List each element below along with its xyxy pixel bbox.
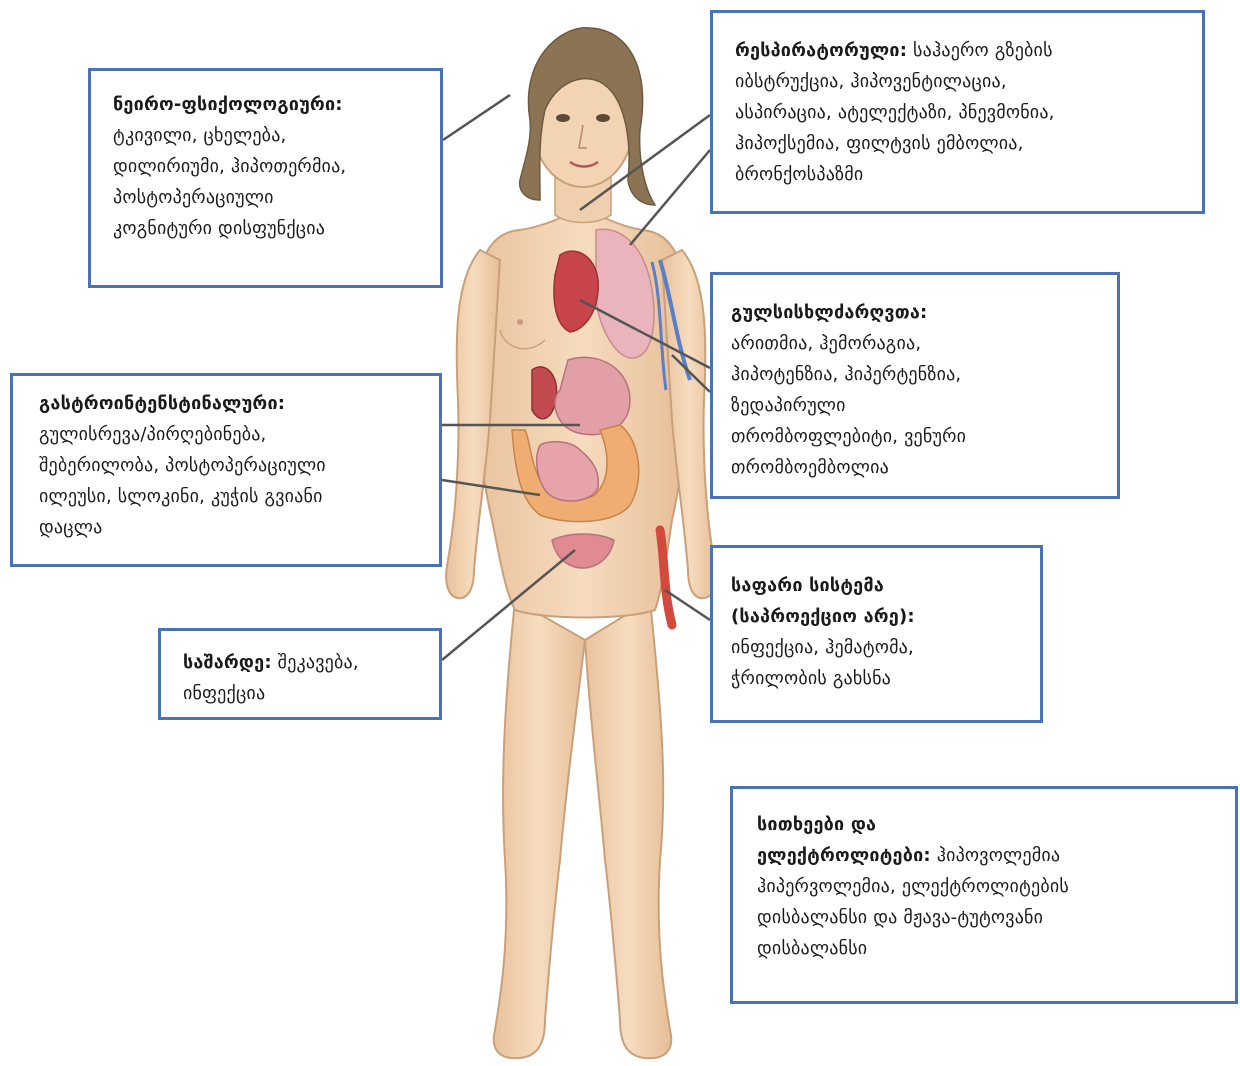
callout-integumentary: საფარი სისტემა (საპროექციო არე): ინფექცი…: [710, 545, 1043, 723]
callout-title: რესპირატორული:: [735, 40, 907, 61]
callout-text: გულისრევა/პირღებინება,: [39, 419, 439, 450]
callout-text: კოგნიტური დისფუნქცია: [113, 213, 440, 244]
callout-text: თრომბოემბოლია: [731, 452, 1117, 483]
callout-text: საჰაერო გზების: [907, 40, 1053, 61]
callout-text: პოსტოპერაციული: [113, 182, 440, 213]
callout-gastrointestinal: გასტროინტენსტინალური: გულისრევა/პირღებინ…: [10, 373, 442, 567]
callout-cardiovascular: გულსისხლძარღვთა: არითმია, ჰემორაგია, ჰიპ…: [710, 272, 1120, 499]
callout-title: სითხეები და: [757, 809, 1235, 840]
callout-text: თრომბოფლებიტი, ვენური: [731, 421, 1117, 452]
callout-text: იბსტრუქცია, ჰიპოვენტილაცია,: [735, 66, 1202, 97]
callout-title: გასტროინტენსტინალური:: [39, 388, 439, 419]
callout-text: ტკივილი, ცხელება,: [113, 120, 440, 151]
callout-fluids-electrolytes: სითხეები და ელექტროლიტები: ჰიპოვოლემია ჰ…: [730, 786, 1238, 1004]
callout-text: დაცლა: [39, 512, 439, 543]
callout-text: ასპირაცია, ატელექტაზი, პნევმონია,: [735, 97, 1202, 128]
callout-text: ილეუსი, სლოკინი, კუჭის გვიანი: [39, 481, 439, 512]
callout-text: ჰიპოქსემია, ფილტვის ემბოლია,: [735, 128, 1202, 159]
callout-title: გულსისხლძარღვთა:: [731, 297, 1117, 328]
callout-text: ბრონქოსპაზმი: [735, 159, 1202, 190]
callout-text: ჰიპოტენზია, ჰიპერტენზია,: [731, 359, 1117, 390]
callout-urinary: საშარდე: შეკავება, ინფექცია: [158, 628, 442, 720]
callout-text: არითმია, ჰემორაგია,: [731, 328, 1117, 359]
callout-title: ნეირო-ფსიქოლოგიური:: [113, 89, 440, 120]
callout-text: ჰიპოვოლემია: [931, 845, 1060, 866]
callout-title: საფარი სისტემა: [731, 570, 1040, 601]
callout-text: შეკავება,: [272, 652, 359, 673]
callout-title: (საპროექციო არე):: [731, 601, 1040, 632]
callout-respiratory: რესპირატორული: საჰაერო გზების იბსტრუქცია…: [710, 10, 1205, 214]
callout-neuro-psychological: ნეირო-ფსიქოლოგიური: ტკივილი, ცხელება, დი…: [88, 68, 443, 288]
callout-text: ჰიპერვოლემია, ელექტროლიტების: [757, 871, 1235, 902]
callout-text: ზედაპირული: [731, 390, 1117, 421]
callout-text: ჭრილობის გახსნა: [731, 663, 1040, 694]
callout-text: დისბალანსი: [757, 933, 1235, 964]
callout-text: ინფექცია: [183, 678, 439, 709]
callout-text: ინფექცია, ჰემატომა,: [731, 632, 1040, 663]
callout-title: ელექტროლიტები:: [757, 845, 931, 866]
callout-text: დილირიუმი, ჰიპოთერმია,: [113, 151, 440, 182]
callout-text: შებერილობა, პოსტოპერაციული: [39, 450, 439, 481]
callout-text: დისბალანსი და მჟავა-ტუტოვანი: [757, 902, 1235, 933]
callout-title: საშარდე:: [183, 652, 272, 673]
